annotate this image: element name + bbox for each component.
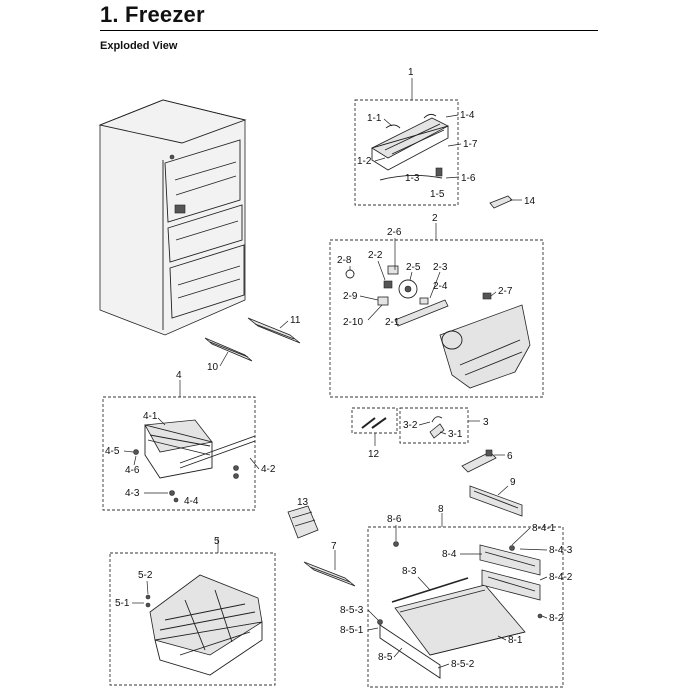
part-12: [361, 417, 387, 429]
callout-8-4-1: 8-4-1: [532, 523, 556, 534]
callout-6: 6: [507, 451, 513, 462]
fan-duct-assembly: [345, 265, 531, 389]
part-9: [469, 485, 523, 517]
callout-1-3: 1-3: [405, 173, 420, 184]
callout-3-2: 3-2: [403, 420, 418, 431]
part-13: [287, 505, 319, 539]
page-title: 1. Freezer: [100, 2, 205, 27]
part-3: [429, 416, 445, 439]
group-8-box: [367, 526, 564, 688]
callout-4-2: 4-2: [261, 464, 276, 475]
callout-11: 11: [290, 315, 301, 326]
part-14: [489, 195, 513, 209]
group-3-box: [399, 407, 469, 444]
callout-2-1: 2-1: [385, 317, 400, 328]
callout-2-4: 2-4: [433, 281, 448, 292]
callout-5-2: 5-2: [138, 570, 153, 581]
callout-2-2: 2-2: [368, 250, 383, 261]
callout-1-7: 1-7: [463, 139, 478, 150]
callout-8: 8: [438, 504, 444, 515]
callout-8-5-2: 8-5-2: [451, 659, 475, 670]
group-2-box: [329, 239, 544, 398]
callout-4-5: 4-5: [105, 446, 120, 457]
callout-8-1: 8-1: [508, 635, 523, 646]
callout-4: 4: [176, 370, 182, 381]
callout-8-5-1: 8-5-1: [340, 625, 364, 636]
callout-1-1: 1-1: [367, 113, 382, 124]
callout-4-4: 4-4: [184, 496, 199, 507]
parts-10-11: [204, 317, 301, 362]
callout-4-1: 4-1: [143, 411, 158, 422]
callout-2: 2: [432, 213, 438, 224]
callout-8-2: 8-2: [549, 613, 564, 624]
callout-4-3: 4-3: [125, 488, 140, 499]
group-1-box: [354, 99, 459, 206]
callout-4-6: 4-6: [125, 465, 140, 476]
callout-8-3: 8-3: [402, 566, 417, 577]
callout-2-3: 2-3: [433, 262, 448, 273]
callout-1-5: 1-5: [430, 189, 445, 200]
part-7: [303, 561, 356, 587]
group-4-box: [102, 396, 256, 511]
group-12-box: [351, 407, 398, 434]
callout-3: 3: [483, 417, 489, 428]
evaporator-assembly: [371, 113, 449, 181]
callout-1: 1: [408, 67, 414, 78]
callout-14: 14: [524, 196, 536, 207]
page-subtitle: Exploded View: [100, 40, 178, 52]
callout-2-6: 2-6: [387, 227, 402, 238]
callout-1-4: 1-4: [460, 110, 475, 121]
callout-9: 9: [510, 477, 516, 488]
drawer-8-assembly: [377, 541, 543, 679]
callout-1-6: 1-6: [461, 173, 476, 184]
callout-8-4-2: 8-4-2: [549, 572, 573, 583]
callout-5: 5: [214, 536, 220, 547]
callout-12: 12: [368, 449, 380, 460]
callout-2-8: 2-8: [337, 255, 352, 266]
callout-3-1: 3-1: [448, 429, 463, 440]
callout-2-7: 2-7: [498, 286, 513, 297]
drawer-5-basket: [145, 574, 263, 676]
callout-2-9: 2-9: [343, 291, 358, 302]
title-rule: [100, 30, 598, 31]
part-6: [461, 449, 497, 473]
callout-10: 10: [207, 362, 219, 373]
callout-13: 13: [297, 497, 309, 508]
callout-8-4: 8-4: [442, 549, 457, 560]
callout-2-10: 2-10: [343, 317, 363, 328]
callout-7: 7: [331, 541, 337, 552]
group-5-box: [109, 552, 276, 686]
callout-2-5: 2-5: [406, 262, 421, 273]
callout-8-5: 8-5: [378, 652, 393, 663]
callout-5-1: 5-1: [115, 598, 130, 609]
drawer-4-assembly: [133, 419, 256, 503]
callout-8-4-3: 8-4-3: [549, 545, 573, 556]
callout-8-5-3: 8-5-3: [340, 605, 364, 616]
callout-8-6: 8-6: [387, 514, 402, 525]
cabinet-illustration: [98, 99, 247, 336]
callout-1-2: 1-2: [357, 156, 372, 167]
